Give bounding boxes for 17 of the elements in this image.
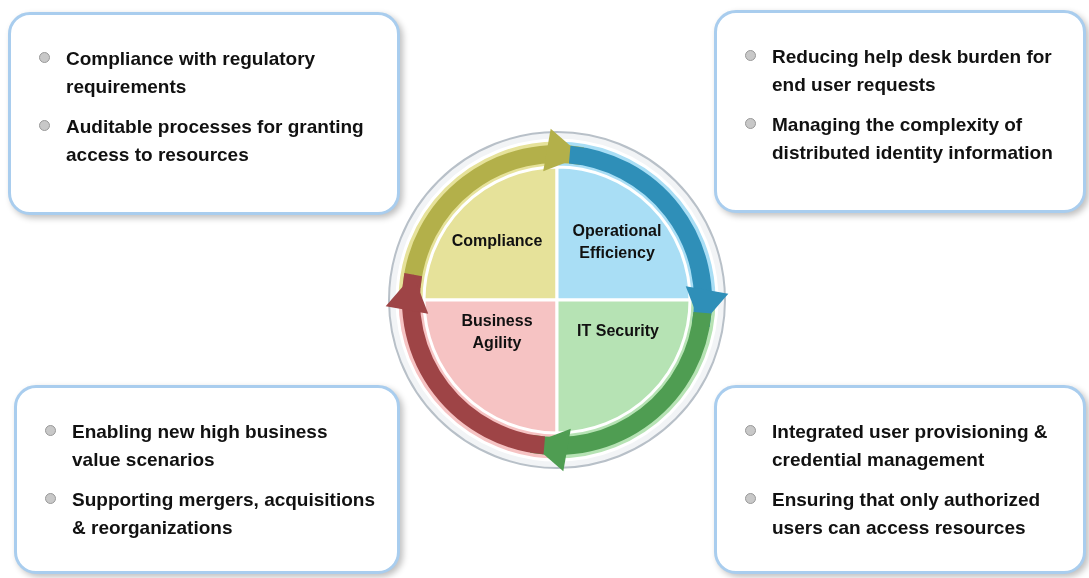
quadrant-label: Operational Efficiency bbox=[571, 221, 663, 263]
quadrant-label: Compliance bbox=[450, 231, 544, 251]
bullet-text: Managing the complexity of distributed identity information bbox=[772, 113, 1054, 165]
text-box bbox=[714, 10, 1086, 213]
text-box bbox=[8, 12, 400, 215]
bullet-text: Integrated user provisioning & credential management bbox=[772, 420, 1049, 472]
bullet-text: Ensuring that only authorized users can access resources bbox=[772, 488, 1042, 540]
bullet-text: Auditable processes for granting access to resources bbox=[66, 115, 365, 167]
quadrant-label: Business Agility bbox=[460, 311, 534, 353]
bullet-text: Supporting mergers, acquisitions & reorganizations bbox=[72, 488, 376, 540]
text-box bbox=[14, 385, 400, 574]
bullet-text: Compliance with regulatory requirements bbox=[66, 47, 317, 99]
bullet-text: Reducing help desk burden for end user requests bbox=[772, 45, 1053, 97]
cycle-arrow bbox=[387, 273, 546, 455]
text-box bbox=[714, 385, 1086, 574]
quadrant-label: IT Security bbox=[576, 321, 660, 341]
bullet-text: Enabling new high business value scenarios bbox=[72, 420, 329, 472]
